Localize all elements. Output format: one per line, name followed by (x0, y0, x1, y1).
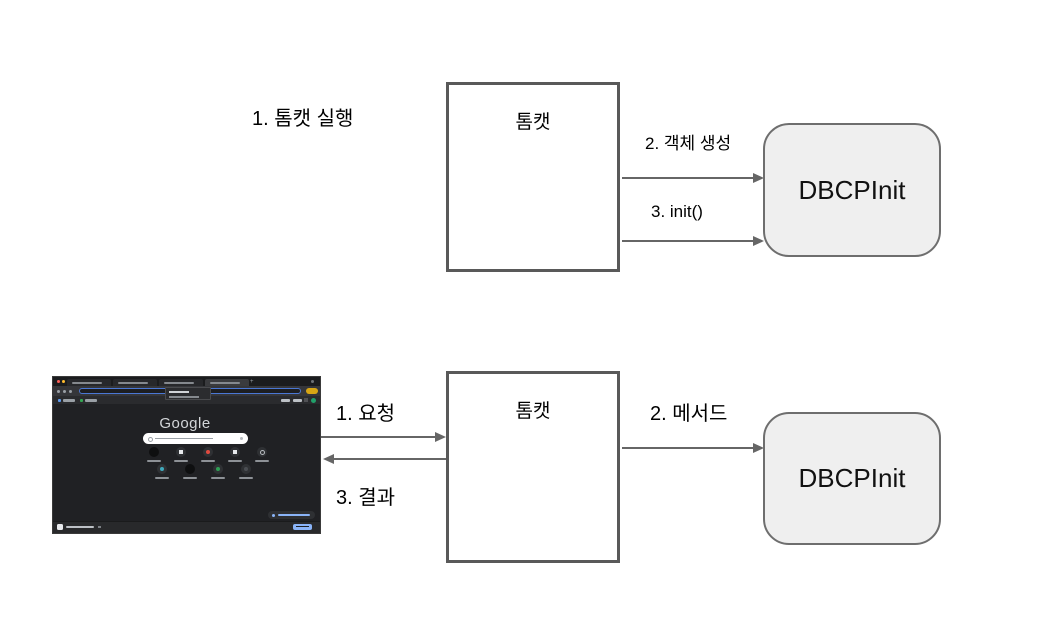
top-create-arrow (622, 173, 764, 183)
top-dbcpinit-box: DBCPInit (763, 123, 941, 257)
gmail-link (281, 399, 290, 402)
top-create-label: 2. 객체 생성 (645, 134, 732, 153)
tile-label-bar (183, 477, 197, 479)
tile-glyph-icon (233, 450, 237, 454)
tab-title-bar (210, 381, 240, 384)
customize-text-bar (278, 514, 310, 516)
google-apps-icon (304, 398, 308, 402)
bottom-request-label: 1. 요청 (336, 403, 396, 425)
update-chrome-pill (306, 388, 318, 394)
downloadbar-action-button (293, 523, 312, 530)
browser-tab (113, 379, 157, 386)
tile-label-bar (255, 460, 269, 462)
arrowhead-right-icon (753, 443, 764, 453)
tile-label-bar (211, 477, 225, 479)
tile-glyph-icon (216, 467, 220, 471)
shortcut-tile-icon (157, 464, 167, 474)
bottom-dbcpinit-box: DBCPInit (763, 412, 941, 545)
close-icon (57, 380, 60, 383)
shortcut-tile-icon (203, 447, 213, 457)
top-init-label: 3. init() (651, 202, 703, 221)
arrowhead-right-icon (435, 432, 446, 442)
forward-icon (63, 389, 66, 393)
tile-glyph-icon (206, 450, 210, 454)
shortcut-tile-icon (185, 464, 195, 474)
top-step1-label: 1. 톰캣 실행 (252, 108, 354, 130)
browser-tab (205, 379, 249, 386)
download-chevron-icon (98, 526, 101, 528)
top-tomcat-label: 톰캣 (515, 112, 551, 133)
browser-tab (159, 379, 203, 386)
bottom-method-label: 2. 메서드 (650, 403, 728, 425)
pencil-icon (272, 513, 275, 517)
tile-glyph-icon (179, 450, 183, 454)
tooltip-title-bar (169, 391, 189, 393)
browser-tab-strip: + (53, 377, 320, 386)
bookmark-favicon (58, 398, 61, 402)
reload-icon (69, 389, 72, 393)
download-bar (53, 521, 320, 533)
bottom-tomcat-box: 톰캣 (446, 371, 620, 563)
browser-tab (67, 379, 111, 386)
minimize-icon (62, 380, 65, 383)
search-placeholder-bar (155, 437, 213, 440)
search-icon (148, 436, 153, 442)
download-filename-bar (66, 526, 94, 528)
new-tab-icon: + (250, 379, 254, 385)
top-tomcat-box: 톰캣 (446, 82, 620, 272)
bookmarks-bar (53, 396, 320, 404)
tile-label-bar (228, 460, 242, 462)
arrowhead-right-icon (753, 236, 764, 246)
tile-label-bar (201, 460, 215, 462)
tile-label-bar (239, 477, 253, 479)
tab-title-bar (72, 381, 102, 384)
bottom-request-arrow (321, 432, 446, 442)
bookmark-favicon (80, 398, 83, 402)
shortcut-tile-icon (149, 447, 159, 457)
tile-glyph-icon (160, 467, 164, 471)
tab-title-bar (118, 381, 148, 384)
bottom-method-arrow (622, 443, 764, 453)
tabstrip-menu-icon (311, 380, 314, 383)
top-dbcpinit-label: DBCPInit (798, 174, 906, 205)
download-file-icon (57, 524, 63, 530)
arrowhead-right-icon (753, 173, 764, 183)
tile-glyph-icon (259, 449, 266, 456)
search-input (143, 433, 248, 444)
new-tab-page (53, 404, 320, 521)
bookmark-item (63, 399, 75, 402)
bottom-result-arrow (323, 454, 447, 464)
images-link (293, 399, 302, 402)
tab-hover-tooltip (165, 387, 211, 400)
bottom-dbcpinit-label: DBCPInit (798, 463, 906, 493)
tile-label-bar (174, 460, 188, 462)
mic-icon (240, 436, 243, 440)
bookmark-item (85, 399, 97, 402)
shortcut-tile-icon (213, 464, 223, 474)
tooltip-subtitle-bar (169, 395, 199, 398)
google-logo: Google (159, 415, 211, 432)
avatar (311, 397, 316, 403)
shortcut-tile-icon (241, 464, 251, 474)
bottom-result-label: 3. 결과 (336, 487, 396, 509)
shortcut-tile-icon (176, 447, 186, 457)
arrowhead-left-icon (323, 454, 334, 464)
shortcut-tile-icon (257, 447, 267, 457)
shortcut-tile-icon (230, 447, 240, 457)
tab-title-bar (164, 381, 194, 384)
browser-screenshot: + Google (53, 377, 320, 533)
tile-glyph-icon (244, 467, 248, 471)
tile-label-bar (147, 460, 161, 462)
back-icon (57, 389, 60, 393)
top-init-arrow (622, 236, 764, 246)
customize-chrome-button (268, 511, 315, 519)
tile-label-bar (155, 477, 169, 479)
bottom-tomcat-label: 톰캣 (515, 401, 551, 422)
